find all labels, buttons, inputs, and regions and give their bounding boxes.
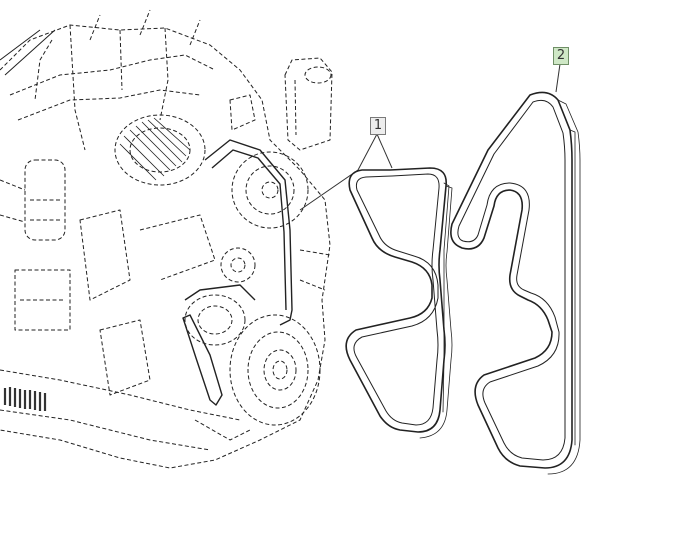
callout-1-label: 1: [370, 117, 386, 135]
leader-lines: [299, 63, 561, 211]
engine-illustration: [0, 9, 333, 469]
belt-1: [345, 167, 453, 439]
belt-2: [450, 91, 581, 475]
callout-2-label: 2: [553, 47, 569, 65]
